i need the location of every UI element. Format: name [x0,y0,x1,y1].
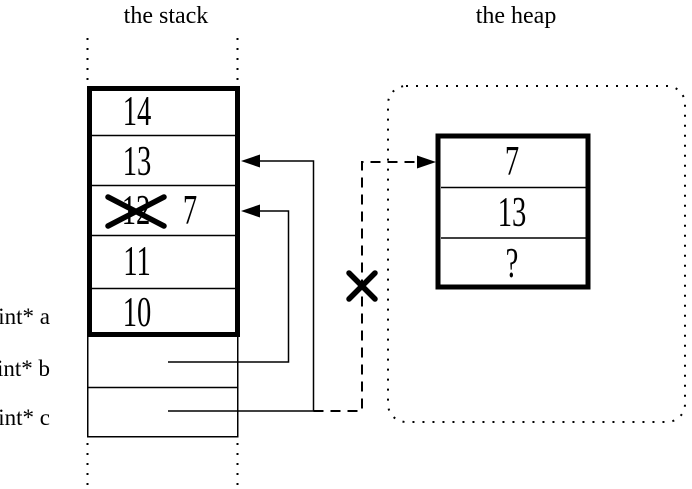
pointer-c-arrow [168,154,315,412]
stack-frame-box: 14 13 12 7 11 10 [87,86,240,337]
heap-region: 7 13 ? [387,85,686,423]
dangling-heap-pointer [313,155,436,412]
pointer-cells [87,337,239,438]
pointer-b-arrow [168,204,290,363]
variable-labels: int* a int* b int* c [0,304,50,430]
stack-cell-new-value-7: 7 [183,187,197,234]
stack-frame-border [87,86,240,337]
variable-label-a: int* a [0,304,50,329]
stack-title: the stack [124,3,209,29]
stack-cell-value-13: 13 [123,138,152,185]
stack-guide-lines [86,38,239,488]
pointer-b-line [168,210,290,363]
heap-boundary [387,85,686,423]
heap-cell-value-7: 7 [505,138,519,185]
broken-link-stroke-2 [346,270,378,302]
pointer-c-line [168,160,315,412]
stack-cell-value-10: 10 [123,289,152,336]
pointer-b-arrowhead-icon [241,204,260,218]
pointer-c-arrowhead-icon [241,154,260,168]
variable-label-b: int* b [0,356,50,381]
heap-title: the heap [476,3,557,29]
variable-label-c: int* c [0,405,50,430]
crossout-x-icon [105,194,167,229]
stack-cell-value-14: 14 [123,88,152,135]
crossout-stroke-2 [105,194,167,229]
heap-cell-value-question: ? [506,240,519,287]
stack-cell-value-11: 11 [123,238,150,285]
dangling-pointer-arrowhead-icon [417,155,436,169]
broken-link-x-icon [346,270,378,302]
heap-cell-value-13: 13 [498,189,527,236]
heap-block-border [435,133,591,290]
